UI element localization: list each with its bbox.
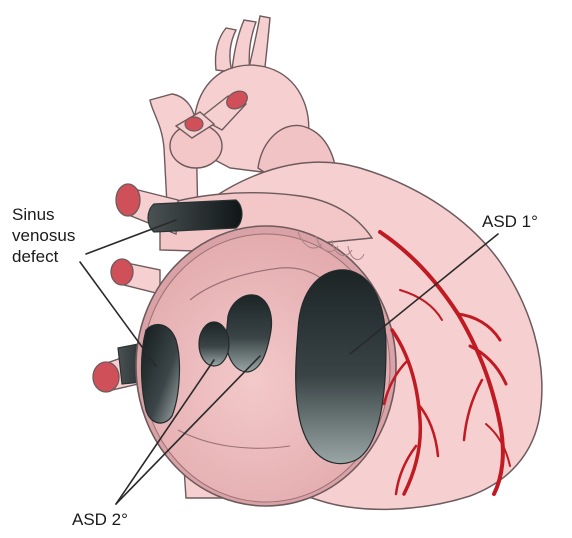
asd-primum-defect <box>296 270 386 464</box>
label-sinus-venosus-line1: Sinus <box>12 205 55 225</box>
label-sinus-venosus-line3: defect <box>12 247 58 267</box>
label-sinus-venosus-line2: venosus <box>12 226 75 246</box>
rpa-lumen <box>185 117 203 131</box>
sinus-venosus-defect-opening <box>142 325 180 424</box>
label-asd-secundum: ASD 2° <box>72 510 128 530</box>
label-asd-primum: ASD 1° <box>482 212 538 232</box>
sinus-venosus-upper <box>148 200 242 232</box>
